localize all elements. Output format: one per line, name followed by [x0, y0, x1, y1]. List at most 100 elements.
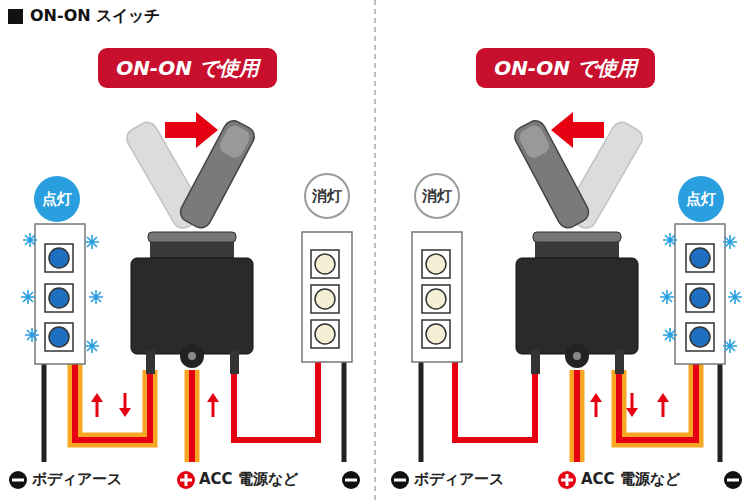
- toggle-switch-part: [146, 350, 155, 374]
- usage-banner: ON-ON で使用: [98, 48, 277, 88]
- node-text: 点灯: [686, 190, 716, 209]
- toggle-switch-part: [165, 112, 218, 148]
- right-wires-part: [619, 362, 696, 440]
- led-strip-on-part-part: [49, 327, 69, 347]
- usage-banner: ON-ON で使用: [476, 48, 655, 88]
- led-strip-on-part: [728, 290, 742, 304]
- toggle-switch-part: [573, 352, 581, 360]
- toggle-switch-part: [150, 242, 234, 260]
- toggle-switch-part: [551, 112, 604, 148]
- left-wires-part: [91, 393, 103, 417]
- toggle-switch-part: [615, 350, 624, 374]
- left-wires-part: [42, 362, 47, 462]
- led-strip-on-part: [85, 235, 99, 249]
- polarity-icons-part: [561, 474, 573, 486]
- led-strip-off-part: [302, 232, 352, 362]
- right-wires-part: [455, 360, 535, 440]
- left-wires-part: [234, 360, 318, 440]
- left-wires-part: [207, 393, 219, 417]
- led-strip-on-part: [85, 339, 99, 353]
- led-strip-off-part-part: [422, 285, 450, 313]
- terminal-label: ボディアース: [414, 470, 504, 489]
- toggle-switch-part: [148, 232, 236, 242]
- toggle-switch-part-part: [217, 123, 252, 161]
- led-strip-on-part: [45, 244, 73, 351]
- right-wires-part: [657, 393, 669, 417]
- polarity-icons-part: [12, 479, 24, 482]
- led-strip-on-part-part: [686, 323, 714, 351]
- polarity-icons-part: [342, 471, 360, 489]
- led-strip-on-part: [89, 290, 103, 304]
- led-strip-on-part: [25, 328, 39, 342]
- polarity-icons-part: [9, 471, 27, 489]
- toggle-switch: [123, 112, 258, 374]
- led-strip-on-part-part: [686, 284, 714, 312]
- toggle-switch-part: [533, 232, 621, 242]
- panel-divider: [374, 0, 376, 500]
- node-text: ON-ON で使用: [494, 55, 637, 82]
- node-text: 消灯: [422, 187, 452, 206]
- diagram-title: ON-ON スイッチ: [30, 6, 160, 27]
- terminal-label: ボディアース: [32, 470, 122, 489]
- led-strip-on: [21, 224, 103, 364]
- unlit-label-circle: 消灯: [414, 173, 460, 219]
- led-strip-off-part-part: [311, 320, 339, 348]
- polarity-icons-part: [177, 471, 195, 489]
- left-wires-part: [185, 370, 200, 462]
- led-strip-on-part-part: [45, 323, 73, 351]
- led-strip-off: [302, 232, 352, 362]
- led-strip-on-part: [723, 235, 737, 249]
- right-wires: [421, 360, 720, 462]
- right-wires-part: [718, 362, 723, 462]
- led-strip-on-part-part: [49, 248, 69, 268]
- toggle-switch-part: [535, 242, 619, 260]
- left-wires-part: [342, 360, 347, 462]
- polarity-icons-part: [180, 474, 192, 486]
- led-strip-off-part-part: [315, 289, 335, 309]
- toggle-switch-part: [180, 344, 204, 368]
- led-strip-on-part-part: [45, 284, 73, 312]
- lit-label-circle: 点灯: [34, 176, 80, 222]
- right-wires-part: [419, 360, 424, 462]
- polarity-icons-part: [394, 479, 406, 482]
- right-wires-part: [570, 370, 585, 462]
- led-strip-on-part-part: [690, 248, 710, 268]
- polarity-icons-part: [391, 471, 409, 489]
- led-strip-on-part: [23, 233, 37, 247]
- terminal-label: ACC 電源など: [199, 470, 298, 489]
- toggle-switch: [511, 112, 646, 374]
- led-strip-on: [660, 224, 742, 364]
- left-wires-part: [119, 393, 131, 417]
- led-strip-on-part: [663, 233, 677, 247]
- led-strip-off-part-part: [426, 289, 446, 309]
- led-strip-off-part-part: [315, 324, 335, 344]
- led-strip-off-part-part: [311, 285, 339, 313]
- led-strip-off-part: [412, 232, 462, 362]
- led-strip-on-part: [723, 339, 737, 353]
- left-wires-part: [75, 362, 150, 440]
- node-text: 点灯: [42, 190, 72, 209]
- left-wires-part: [75, 362, 150, 440]
- led-strip-off-part-part: [311, 250, 339, 278]
- led-strip-off-part-part: [426, 254, 446, 274]
- left-wires-part: [189, 370, 195, 462]
- lit-label-circle: 点灯: [678, 176, 724, 222]
- toggle-switch-part: [565, 344, 589, 368]
- terminal-label: ACC 電源など: [581, 470, 680, 489]
- led-strip-off-part-part: [426, 324, 446, 344]
- polarity-icons-part: [558, 471, 576, 489]
- polarity-icons-part: [724, 471, 742, 489]
- led-strip-on-part: [663, 328, 677, 342]
- led-strip-on-part: [21, 290, 35, 304]
- unlit-label-circle: 消灯: [304, 173, 350, 219]
- toggle-switch-part: [516, 258, 638, 354]
- polarity-icons-part: [345, 479, 357, 482]
- led-strip-on-part-part: [690, 288, 710, 308]
- led-strip-on-part: [675, 224, 725, 364]
- right-wires-part: [590, 393, 602, 417]
- right-wires-part: [626, 393, 638, 417]
- right-wires-part: [574, 370, 580, 462]
- led-strip-on-part-part: [49, 288, 69, 308]
- led-strip-off: [412, 232, 462, 362]
- led-strip-off-part: [422, 250, 450, 348]
